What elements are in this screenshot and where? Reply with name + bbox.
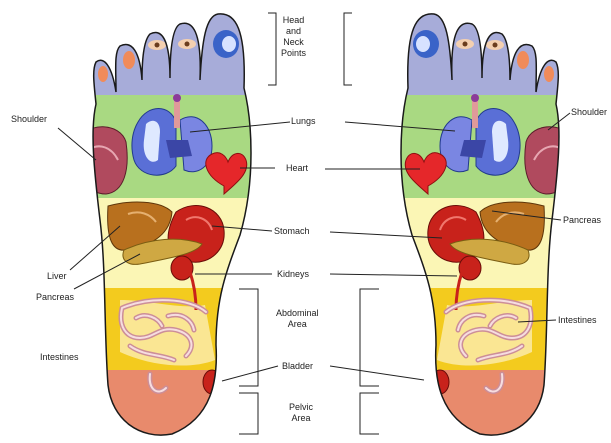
label-heart: Heart	[286, 163, 308, 174]
label-pancreas-right: Pancreas	[563, 215, 601, 226]
leader-bladder-right	[330, 366, 424, 380]
bracket-head-right	[344, 13, 352, 85]
bracket-pelvic-right	[360, 393, 379, 434]
label-bladder: Bladder	[282, 361, 313, 372]
label-liver: Liver	[47, 271, 67, 282]
label-intestines-right: Intestines	[558, 315, 597, 326]
label-lungs: Lungs	[291, 116, 316, 127]
leader-bladder-left	[222, 366, 278, 381]
right-foot	[372, 0, 592, 443]
label-head-neck-points: Head and Neck Points	[281, 15, 306, 59]
label-intestines-left: Intestines	[40, 352, 79, 363]
bracket-head-left	[268, 13, 276, 85]
leader-shoulder-left	[58, 128, 96, 160]
label-pelvic-area: Pelvic Area	[289, 402, 313, 424]
label-stomach: Stomach	[274, 226, 310, 237]
left-foot	[60, 0, 280, 443]
bracket-pelvic-left	[239, 393, 258, 434]
label-abdominal-area: Abdominal Area	[276, 308, 319, 330]
label-pancreas-left: Pancreas	[36, 292, 74, 303]
bracket-abdominal-left	[239, 289, 258, 386]
label-shoulder-right: Shoulder	[571, 107, 607, 118]
label-kidneys: Kidneys	[277, 269, 309, 280]
label-shoulder-left: Shoulder	[11, 114, 47, 125]
